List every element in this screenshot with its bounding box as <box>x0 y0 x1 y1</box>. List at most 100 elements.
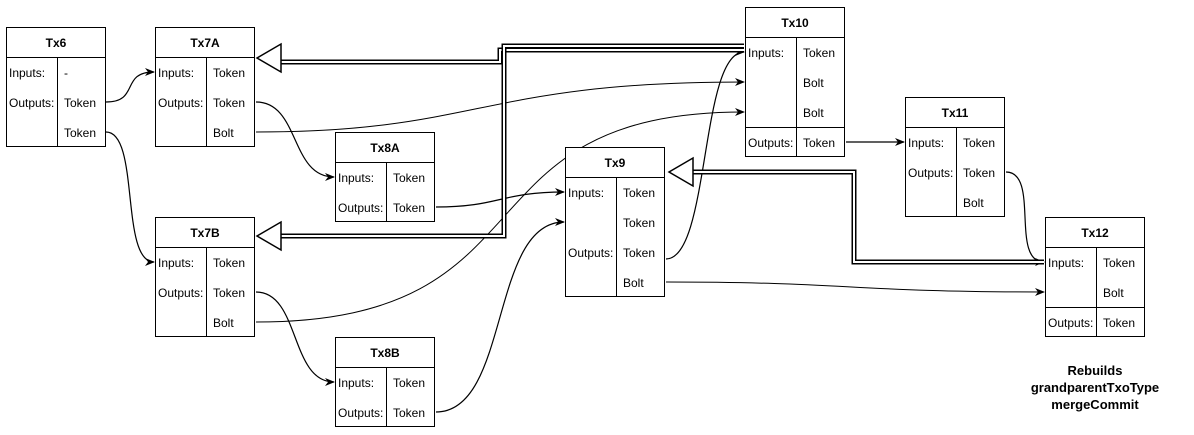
row-value: Token <box>623 216 656 230</box>
tx-row: Inputs:Token <box>746 38 844 68</box>
tx8a-title: Tx8A <box>336 133 434 163</box>
column-divider <box>796 38 797 127</box>
row-value: Token <box>393 201 426 215</box>
tx-row: Outputs: Token <box>156 88 254 118</box>
row-value: Token <box>963 166 996 180</box>
row-value: Bolt <box>213 126 234 140</box>
tx-row: Bolt <box>1046 278 1144 308</box>
row-value: Token <box>803 136 836 150</box>
row-label: Inputs: <box>338 376 375 390</box>
row-label: Outputs: <box>158 286 204 300</box>
row-label: Outputs: <box>338 201 384 215</box>
tx-row: Inputs:Token <box>156 248 254 278</box>
edge-tx11-tx12 <box>1005 171 1045 266</box>
row-label: Inputs: <box>338 171 375 185</box>
row-label: Outputs: <box>338 406 384 420</box>
row-value: Token <box>623 246 656 260</box>
edge-tx6-tx7b <box>105 131 155 266</box>
tx-row: Bolt <box>906 188 1004 218</box>
tx10-title: Tx10 <box>746 8 844 38</box>
tx-row: Bolt <box>746 68 844 98</box>
column-divider <box>796 128 797 157</box>
tx-row: Outputs:Token <box>566 238 664 268</box>
row-value: Bolt <box>213 316 234 330</box>
tx8b-title: Tx8B <box>336 338 434 368</box>
row-label <box>156 118 208 148</box>
note-line: mergeCommit <box>1051 397 1139 412</box>
row-value: Bolt <box>963 196 984 210</box>
row-label: Outputs: <box>158 96 204 110</box>
tx6-title: Tx6 <box>7 28 105 58</box>
row-value: Token <box>213 96 246 110</box>
row-value: Token <box>393 376 426 390</box>
edge-tx6-tx7a <box>105 68 155 103</box>
tx12-title: Tx12 <box>1046 218 1144 248</box>
row-value: Bolt <box>803 106 824 120</box>
row-value: Token <box>213 66 246 80</box>
row-value: Token <box>213 256 246 270</box>
tx-row: Inputs: Token <box>156 58 254 88</box>
row-label <box>566 268 618 298</box>
tx-row: Outputs: Token <box>156 278 254 308</box>
column-divider <box>386 163 387 222</box>
tx-row: Inputs:Token <box>566 178 664 208</box>
column-divider <box>206 248 207 337</box>
row-value: Bolt <box>623 276 644 290</box>
edge-tx9-bolt-tx12 <box>665 281 1045 296</box>
double-arrow-head-tx7a <box>255 42 282 74</box>
row-value: Token <box>1103 316 1136 330</box>
tx9-title: Tx9 <box>566 148 664 178</box>
column-divider <box>57 58 58 147</box>
row-value: Token <box>64 96 97 110</box>
edge-tx8b-tx9 <box>435 218 565 413</box>
row-value: Token <box>803 46 836 60</box>
edge-tx7a-bolt-tx10 <box>255 78 745 133</box>
tx-row: Token <box>566 208 664 238</box>
tx-row: Bolt <box>156 118 254 148</box>
row-label: Inputs: <box>908 136 945 150</box>
edge-tx8a-tx9 <box>435 188 565 208</box>
row-label: Outputs: <box>1048 316 1094 330</box>
column-divider <box>386 368 387 427</box>
tx-row: Inputs: Token <box>336 368 434 398</box>
tx7b-title: Tx7B <box>156 218 254 248</box>
tx-row: Outputs: Token <box>1046 307 1144 337</box>
edge-tx7b-bolt-tx10 <box>255 108 745 323</box>
row-label <box>746 98 798 128</box>
row-label <box>906 188 958 218</box>
tx-row: Inputs: Token <box>336 163 434 193</box>
row-label: Inputs: <box>1048 256 1085 270</box>
tx-row: Bolt <box>566 268 664 298</box>
edge-tx9-tx10 <box>665 48 745 260</box>
row-value: - <box>64 66 68 80</box>
row-value: Token <box>64 126 97 140</box>
row-label: Outputs: <box>748 136 794 150</box>
edge-tx7a-tx8a <box>255 101 335 181</box>
column-divider <box>206 58 207 147</box>
row-value: Token <box>393 171 426 185</box>
double-arrow-tx10-to-tx7a <box>280 47 744 65</box>
row-label: Inputs: <box>9 66 46 80</box>
tx-row: Outputs: Token <box>7 88 105 118</box>
row-label: Outputs: <box>9 96 55 110</box>
row-label: Inputs: <box>568 186 605 200</box>
column-divider <box>1096 248 1097 307</box>
row-label: Inputs: <box>158 66 195 80</box>
row-label <box>746 68 798 98</box>
row-value: Token <box>213 286 246 300</box>
row-value: Token <box>393 406 426 420</box>
note-line: grandparentTxoType <box>1030 380 1160 395</box>
double-arrow-head-tx7b <box>255 220 282 252</box>
column-divider <box>956 128 957 217</box>
row-label <box>7 118 59 148</box>
